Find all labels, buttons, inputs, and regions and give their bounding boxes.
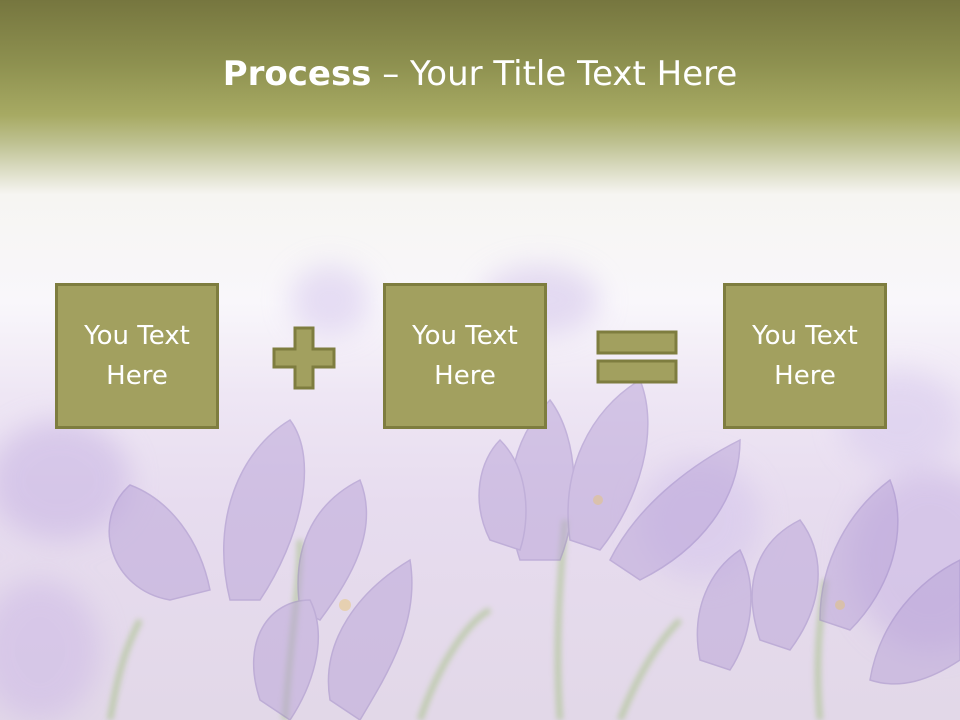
result-label: You Text Here <box>752 321 858 391</box>
step-label-1: You Text Here <box>84 321 190 391</box>
slide-title: Process – Your Title Text Here <box>0 50 960 98</box>
title-bold: Process <box>222 54 372 94</box>
step-box-1: You Text Here <box>55 283 219 429</box>
title-rest: – Your Title Text Here <box>371 54 738 94</box>
equals-icon <box>596 330 678 384</box>
step-box-2: You Text Here <box>383 283 547 429</box>
result-box: You Text Here <box>723 283 887 429</box>
plus-icon <box>272 326 336 390</box>
step-label-2: You Text Here <box>412 321 518 391</box>
